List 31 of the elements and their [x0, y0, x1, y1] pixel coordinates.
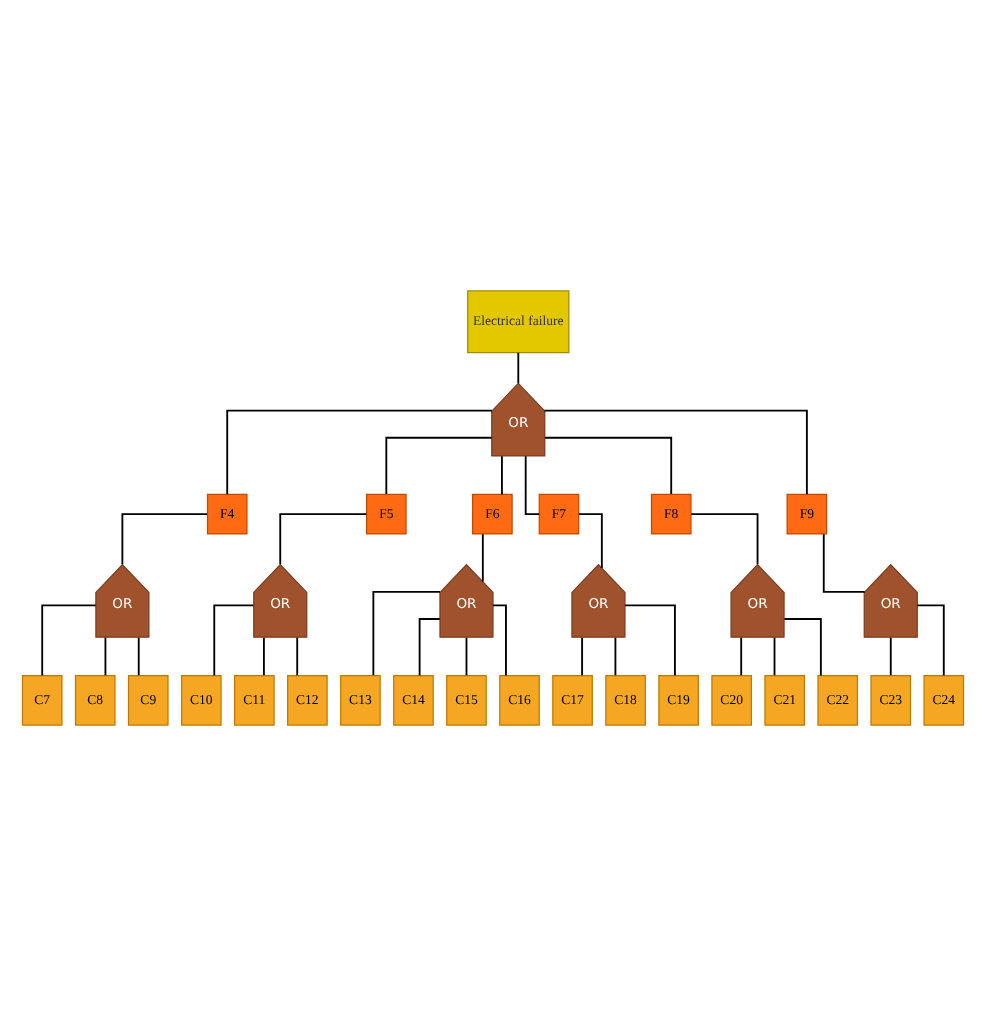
connector: [385, 436, 493, 495]
connector: [524, 455, 541, 516]
connector: [517, 351, 520, 385]
connector: [137, 636, 140, 677]
connector: [492, 604, 507, 677]
connector: [690, 513, 759, 566]
connector: [501, 455, 503, 496]
connector: [581, 636, 584, 677]
connector: [296, 636, 299, 677]
connector: [577, 513, 603, 569]
connector: [624, 604, 676, 677]
connector: [889, 636, 892, 677]
connector: [213, 604, 255, 677]
connector: [481, 533, 484, 583]
connector: [773, 636, 776, 677]
connector: [279, 513, 368, 566]
connector: [614, 636, 617, 677]
connector: [543, 409, 808, 496]
connector: [226, 409, 493, 496]
connector: [544, 436, 673, 495]
connector: [916, 604, 945, 677]
connector: [465, 636, 468, 677]
connector: [740, 636, 743, 677]
connector: [418, 618, 441, 677]
connector: [783, 618, 822, 677]
connector: [121, 513, 208, 566]
connector: [822, 533, 866, 593]
connector: [104, 636, 107, 677]
connector: [41, 604, 97, 677]
connector: [263, 636, 265, 677]
connector: [372, 590, 441, 677]
